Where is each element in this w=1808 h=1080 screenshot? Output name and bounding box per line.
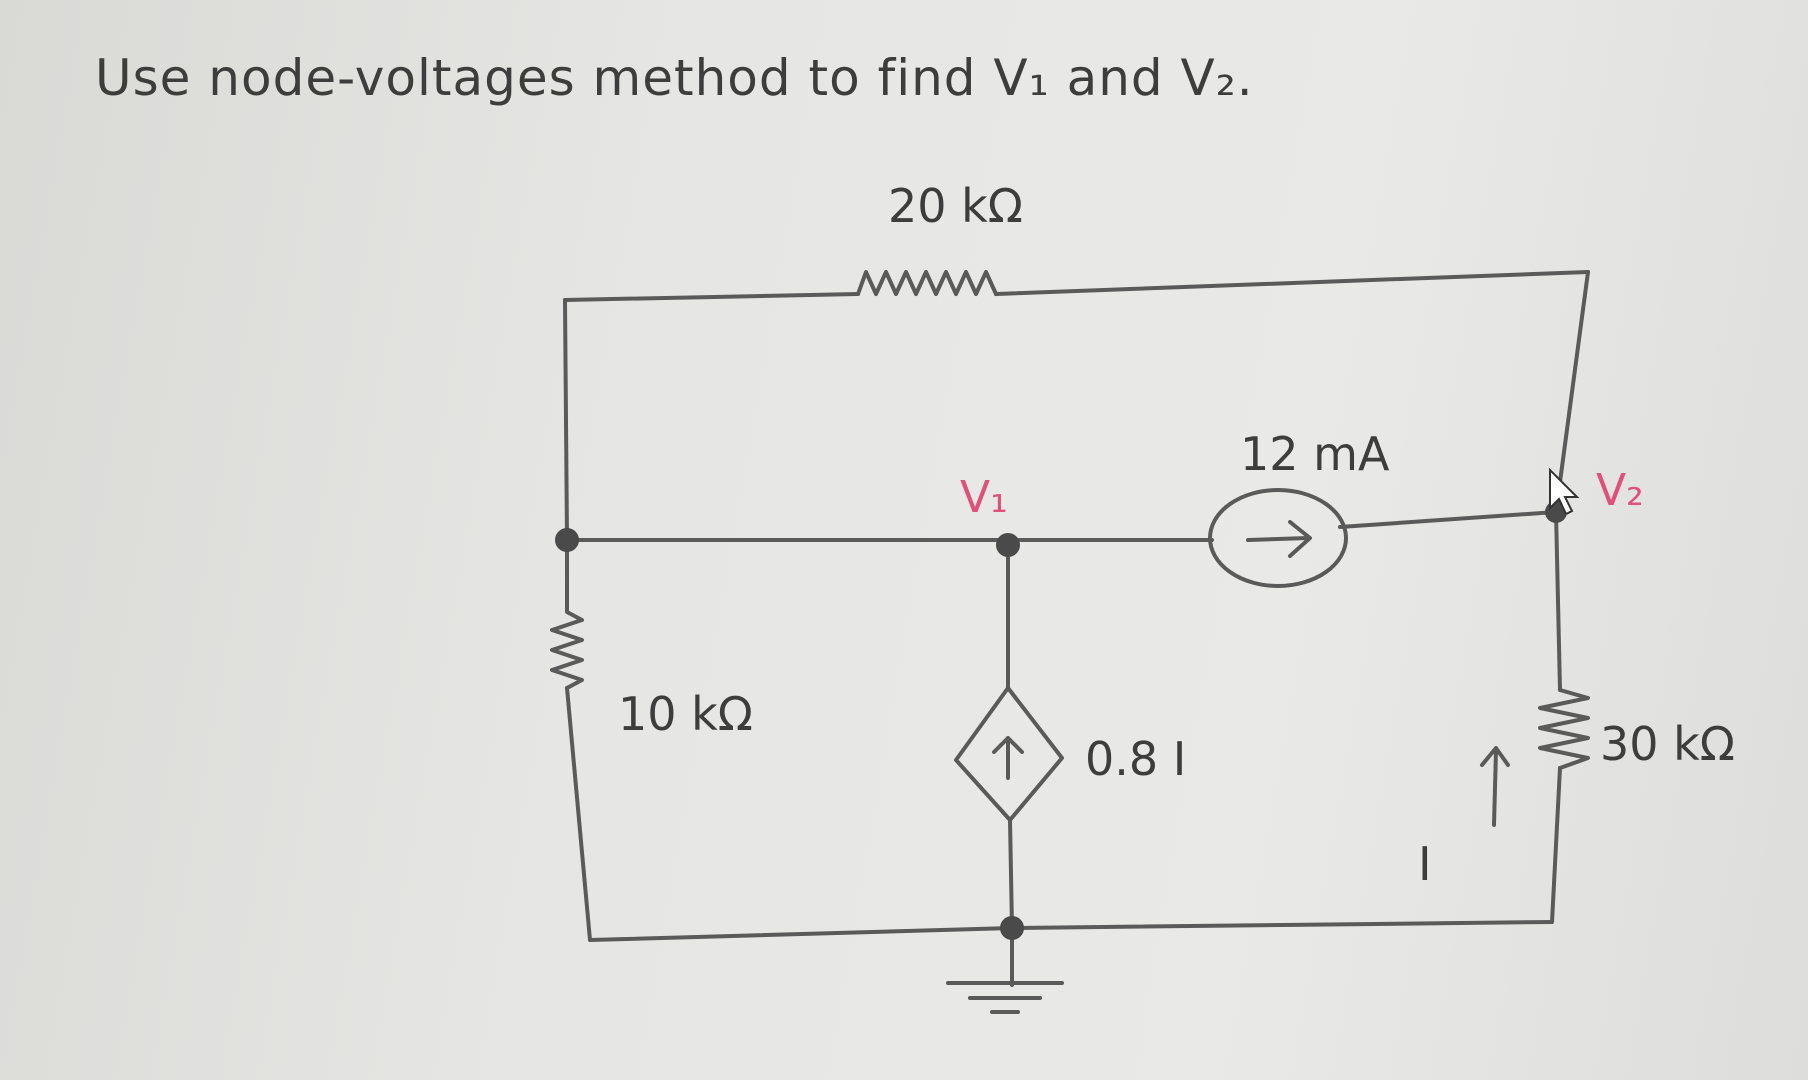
resistor-30k <box>1538 688 1590 770</box>
dependent-source-label: 0.8 I <box>1085 732 1186 786</box>
top-branch: 20 kΩ <box>563 179 1590 302</box>
v1-node-dot <box>996 533 1020 557</box>
resistor-30k-label: 30 kΩ <box>1600 717 1735 771</box>
resistor-10k-label: 10 kΩ <box>618 687 753 741</box>
current-source-arrow <box>1246 520 1312 558</box>
resistor-20k <box>856 270 998 296</box>
bottom-wire <box>588 920 1554 942</box>
top-wire-left <box>563 292 860 302</box>
resistor-10k <box>550 538 584 690</box>
resistor-20k-label: 20 kΩ <box>888 179 1023 233</box>
right-branch: 30 kΩ I <box>1418 510 1735 924</box>
node-v2-label: V₂ <box>1596 465 1644 516</box>
left-node-dot <box>555 528 579 552</box>
current-i-label: I <box>1418 837 1432 891</box>
ground-symbol <box>946 926 1064 1014</box>
problem-instruction: Use node-voltages method to find V₁ and … <box>95 49 1254 107</box>
dependent-source-branch: 0.8 I <box>954 538 1186 930</box>
center-wire-lower <box>1008 818 1014 930</box>
current-source-12ma: 12 mA <box>1208 427 1390 588</box>
left-wire-lower <box>565 686 592 942</box>
current-i-arrow <box>1480 746 1510 827</box>
ground-node-dot <box>1000 916 1024 940</box>
right-wire-upper <box>1554 270 1590 514</box>
current-source-label: 12 mA <box>1240 427 1390 481</box>
right-wire-lower <box>1550 766 1562 924</box>
middle-wire-right <box>1338 510 1558 529</box>
mouse-cursor-icon <box>1549 467 1580 516</box>
left-wire-upper <box>563 298 569 542</box>
node-v1-label: V₁ <box>960 472 1008 523</box>
dependent-source-arrow <box>992 736 1024 780</box>
left-branch: 10 kΩ <box>550 538 753 942</box>
right-wire-mid <box>1554 510 1562 692</box>
current-source-circle <box>1208 488 1348 588</box>
top-wire-right <box>994 270 1590 296</box>
